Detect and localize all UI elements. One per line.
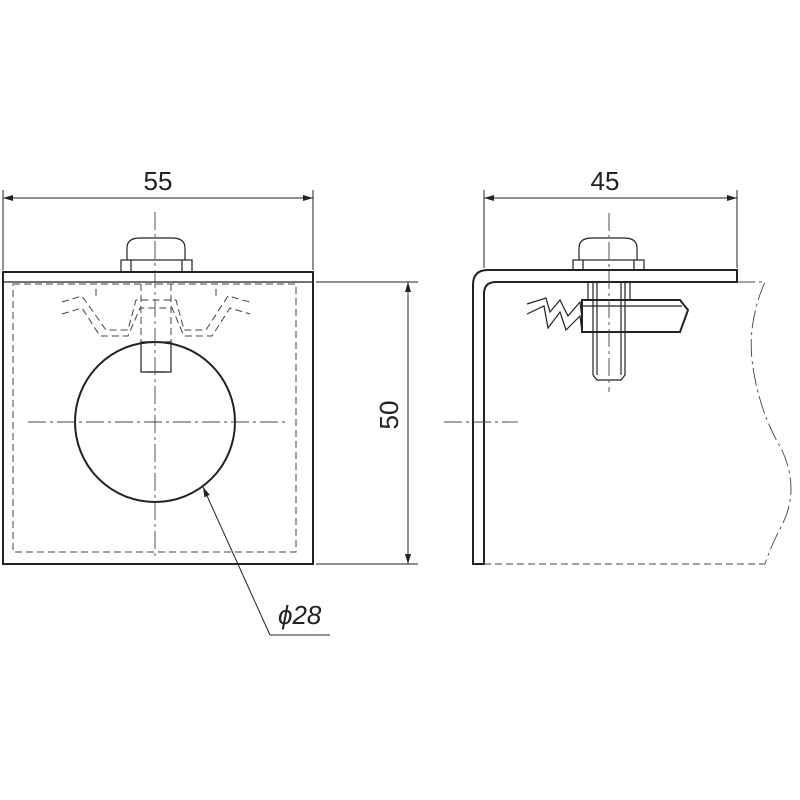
dimension-hole-diameter: ϕ28 [202, 486, 330, 636]
front-view [2, 212, 314, 565]
dimension-side-width: 45 [483, 166, 738, 268]
hole-diameter-label: ϕ28 [278, 600, 322, 630]
front-hidden-spring-clip [61, 288, 251, 337]
height-label: 50 [374, 401, 404, 430]
front-hidden-bolt-shank [140, 284, 172, 373]
side-spring-nut [526, 282, 690, 333]
front-hidden-outline [12, 283, 297, 553]
side-break-line [737, 281, 792, 565]
side-bolt-shank [592, 282, 626, 381]
dimension-height: 50 [316, 281, 418, 565]
dimension-front-width: 55 [2, 166, 314, 270]
side-bolt-head [572, 237, 645, 271]
side-width-label: 45 [591, 166, 620, 196]
side-view [444, 213, 792, 565]
front-bolt-head [120, 237, 193, 273]
front-plate-outline [2, 271, 314, 565]
front-width-label: 55 [144, 166, 173, 196]
side-bracket-profile [472, 269, 738, 565]
